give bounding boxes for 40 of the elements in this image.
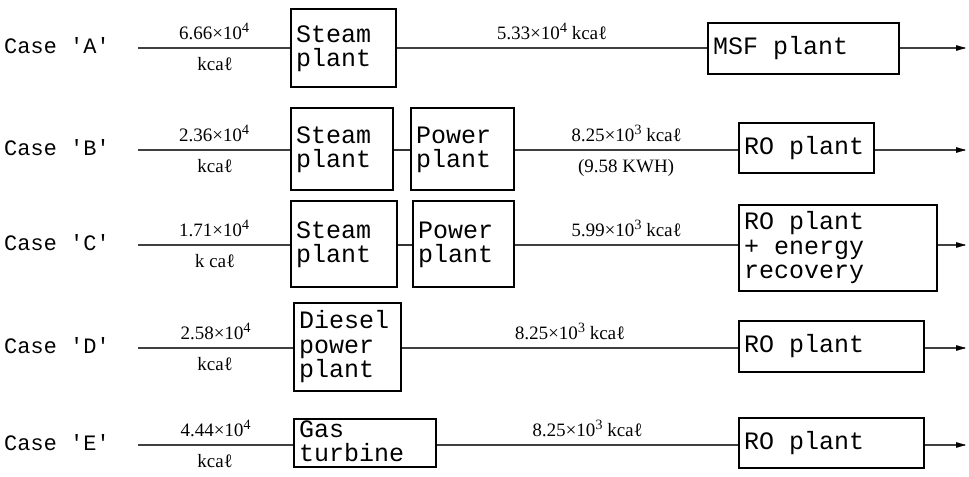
plant-box: Gas turbine xyxy=(293,418,437,468)
unit-label: kcaℓ xyxy=(197,157,233,176)
plant-box: RO plant xyxy=(738,320,925,373)
connector-line xyxy=(402,347,738,349)
arrow xyxy=(875,147,966,153)
connector-line xyxy=(397,47,707,49)
unit-label: k caℓ xyxy=(194,252,236,271)
connector-line xyxy=(138,47,290,49)
unit-label: kcaℓ xyxy=(197,55,233,74)
plant-box: RO plant + energy recovery xyxy=(738,204,938,292)
plant-box: Power plant xyxy=(410,107,515,191)
connector-line xyxy=(515,149,738,151)
case-label: Case 'B' xyxy=(4,135,136,165)
arrow xyxy=(900,45,966,51)
case-label: Case 'C' xyxy=(4,230,136,260)
connector-line xyxy=(138,244,290,246)
unit-label: (9.58 KWH) xyxy=(578,157,674,176)
plant-box: Steam plant xyxy=(290,107,394,191)
plant-box: Diesel power plant xyxy=(293,302,402,392)
plant-box: Steam plant xyxy=(290,200,398,288)
connector-line xyxy=(394,149,410,151)
plant-box: Power plant xyxy=(412,200,515,288)
connector-line xyxy=(138,347,293,349)
arrow xyxy=(938,242,966,248)
plant-box: RO plant xyxy=(738,417,925,469)
plant-box: MSF plant xyxy=(707,22,900,75)
connector-line xyxy=(138,149,290,151)
connector-line xyxy=(437,444,738,446)
connector-line xyxy=(138,444,293,446)
unit-label: kcaℓ xyxy=(197,452,233,471)
connector-line xyxy=(398,244,412,246)
arrow xyxy=(925,442,966,448)
case-label: Case 'D' xyxy=(4,333,136,363)
plant-box: Steam plant xyxy=(290,8,397,88)
unit-label: kcaℓ xyxy=(197,355,233,374)
case-label: Case 'A' xyxy=(4,33,136,63)
connector-line xyxy=(515,244,738,246)
arrow xyxy=(925,345,966,351)
case-label: Case 'E' xyxy=(4,430,136,460)
plant-box: RO plant xyxy=(738,122,875,174)
